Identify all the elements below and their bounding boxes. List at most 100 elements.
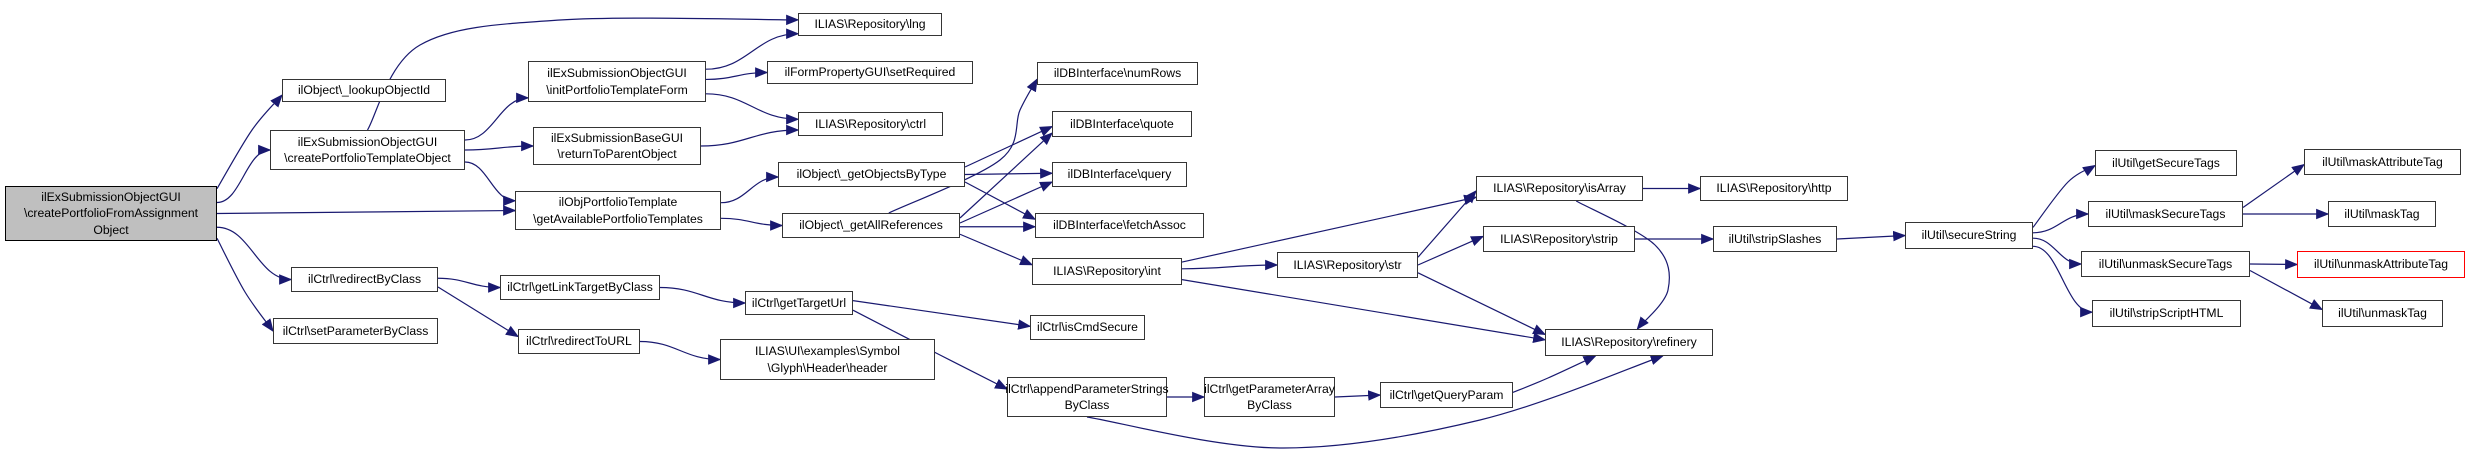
graph-node-getObjectsByType[interactable]: ilObject\_getObjectsByType [778,162,965,187]
edge-getObjectsByType-fetchAssoc [964,181,1037,220]
node-label-line: ilCtrl\setParameterByClass [282,323,429,338]
edge-unmaskSecureTags-unmaskAttributeTag [2249,259,2299,270]
node-label-line: ilCtrl\getLinkTargetByClass [507,280,653,295]
graph-node-unmaskSecureTags[interactable]: ilUtil\unmaskSecureTags [2081,251,2250,277]
node-label-line: ilDBInterface\quote [1070,116,1174,131]
graph-node-setRequired[interactable]: ilFormPropertyGUI\setRequired [767,61,973,84]
edge-getAllReferences-query [959,181,1054,224]
node-label-line: ILIAS\Repository\lng [814,17,926,32]
node-label-line: ilObject\_getAllReferences [799,218,943,233]
graph-node-redirectByClass[interactable]: ilCtrl\redirectByClass [291,267,438,292]
graph-node-getTargetUrl[interactable]: ilCtrl\getTargetUrl [745,291,853,315]
graph-node-strip[interactable]: ILIAS\Repository\strip [1483,226,1635,252]
edge-maskSecureTags-maskAttributeTag [2242,163,2306,208]
graph-node-stripScriptHTML[interactable]: ilUtil\stripScriptHTML [2092,300,2241,327]
graph-node-http[interactable]: ILIAS\Repository\http [1700,176,1848,201]
node-label-line: ilObjPortfolioTemplate [558,195,678,210]
graph-node-redirectToURL[interactable]: ilCtrl\redirectToURL [518,329,640,354]
graph-node-isArray[interactable]: ILIAS\Repository\isArray [1476,176,1643,201]
node-label-line: ilDBInterface\query [1067,167,1172,182]
graph-node-getQueryParam[interactable]: ilCtrl\getQueryParam [1380,382,1513,408]
graph-node-quote[interactable]: ilDBInterface\quote [1052,111,1192,137]
graph-node-setParameterByClass[interactable]: ilCtrl\setParameterByClass [273,318,438,344]
node-label-line: ByClass [1064,398,1110,412]
node-label-line: ilCtrl\redirectToURL [526,334,632,349]
graph-node-unmaskTag[interactable]: ilUtil\unmaskTag [2322,300,2443,327]
node-label-line: ilDBInterface\fetchAssoc [1053,218,1186,233]
graph-node-query[interactable]: ilDBInterface\query [1052,162,1187,187]
graph-node-ctrl[interactable]: ILIAS\Repository\ctrl [798,112,943,136]
graph-node-lng[interactable]: ILIAS\Repository\lng [798,13,942,36]
edge-int-str [1181,259,1279,271]
edge-getAllReferences-int [959,233,1034,266]
graph-node-getAllReferences[interactable]: ilObject\_getAllReferences [782,213,960,238]
graph-node-isCmdSecure[interactable]: ilCtrl\isCmdSecure [1030,315,1145,340]
edge-secureString-getSecureTags [2032,164,2097,228]
node-label-line: ILIAS\Repository\str [1293,257,1402,272]
edge-main-redirectByClass [216,226,293,285]
edge-getAvailablePortfolioTemplates-getObjectsByType [720,171,780,204]
graph-node-maskTag[interactable]: ilUtil\maskTag [2328,201,2436,227]
graph-node-getSecureTags[interactable]: ilUtil\getSecureTags [2095,150,2237,176]
edge-str-strip [1417,235,1485,266]
node-label-line: \Glyph\Header\header [767,360,888,375]
node-label-line: \createPortfolioTemplateObject [284,151,451,165]
edge-getAvailablePortfolioTemplates-getAllReferences [720,217,784,231]
edge-redirectToURL-header [639,340,722,365]
graph-node-refinery[interactable]: ILIAS\Repository\refinery [1545,329,1713,356]
edge-main-createPortfolioTemplateObject [216,144,272,204]
graph-node-createPortfolioTemplateObject[interactable]: ilExSubmissionObjectGUI\createPortfolioT… [270,130,465,170]
node-label-line: ILIAS\UI\examples\Symbol [755,344,900,359]
edge-main-setParameterByClass [216,237,274,333]
node-label-line: ILIAS\Repository\http [1716,181,1832,196]
graph-node-fetchAssoc[interactable]: ilDBInterface\fetchAssoc [1035,213,1204,238]
edge-returnToParentObject-ctrl [700,124,800,147]
edge-secureString-maskSecureTags [2032,208,2090,234]
node-label-line: ilUtil\unmaskAttributeTag [2313,257,2449,272]
node-label-line: ilObject\_getObjectsByType [796,167,947,182]
graph-node-maskSecureTags[interactable]: ilUtil\maskSecureTags [2088,201,2243,227]
edge-secureString-unmaskSecureTags [2032,237,2083,270]
node-label-line: ilUtil\secureString [1921,228,2017,243]
graph-node-numRows[interactable]: ilDBInterface\numRows [1037,62,1198,85]
graph-node-returnToParentObject[interactable]: ilExSubmissionBaseGUI\returnToParentObje… [533,127,701,165]
graph-node-secureString[interactable]: ilUtil\secureString [1905,222,2033,249]
node-label-line: ilUtil\maskSecureTags [2105,206,2226,221]
node-label-line: ilUtil\unmaskTag [2338,306,2427,321]
node-label-line: \returnToParentObject [557,147,677,161]
graph-node-int[interactable]: ILIAS\Repository\int [1032,258,1182,285]
node-label-line: ilCtrl\getQueryParam [1389,387,1504,402]
node-label-line: ilCtrl\getTargetUrl [751,295,847,310]
edge-int-isArray [1181,194,1478,263]
node-label-line: ilUtil\stripScriptHTML [2109,306,2224,321]
node-label-line: ilCtrl\getParameterArray [1204,381,1335,396]
edge-getParameterArrayByClass-getQueryParam [1334,390,1382,401]
node-label-line: ilUtil\unmaskSecureTags [2098,256,2233,271]
node-label-line: ILIAS\Repository\int [1053,264,1161,279]
node-label-line: ILIAS\Repository\ctrl [814,116,927,131]
edge-getLinkTargetByClass-getTargetUrl [659,286,747,309]
graph-node-header[interactable]: ILIAS\UI\examples\Symbol\Glyph\Header\he… [720,339,935,380]
edge-createPortfolioTemplateObject-lng [366,14,800,131]
edge-createPortfolioTemplateObject-returnToParentObject [464,140,535,152]
edge-secureString-stripScriptHTML [2032,245,2094,318]
graph-node-main: ilExSubmissionObjectGUI\createPortfolioF… [5,186,217,241]
node-label-line: ILIAS\Repository\refinery [1561,335,1697,350]
graph-node-unmaskAttributeTag[interactable]: ilUtil\unmaskAttributeTag [2297,251,2465,278]
graph-node-stripSlashes[interactable]: ilUtil\stripSlashes [1713,226,1837,252]
graph-node-str[interactable]: ILIAS\Repository\str [1277,252,1418,278]
graph-node-maskAttributeTag[interactable]: ilUtil\maskAttributeTag [2304,149,2461,175]
node-label-line: ilUtil\maskTag [2344,206,2420,221]
node-label-line: ilUtil\maskAttributeTag [2322,154,2443,169]
graph-node-initPortfolioTemplateForm[interactable]: ilExSubmissionObjectGUI\initPortfolioTem… [528,61,706,102]
graph-node-getAvailablePortfolioTemplates[interactable]: ilObjPortfolioTemplate\getAvailablePortf… [515,191,721,230]
edge-getTargetUrl-appendParameterStringsByClass [852,309,1009,390]
graph-node-getLinkTargetByClass[interactable]: ilCtrl\getLinkTargetByClass [500,275,660,300]
edge-str-refinery [1417,272,1547,335]
node-label-line: \getAvailablePortfolioTemplates [533,211,703,226]
edge-unmaskSecureTags-unmaskTag [2249,269,2324,311]
graph-node-lookupObjectId[interactable]: ilObject\_lookupObjectId [282,79,446,102]
